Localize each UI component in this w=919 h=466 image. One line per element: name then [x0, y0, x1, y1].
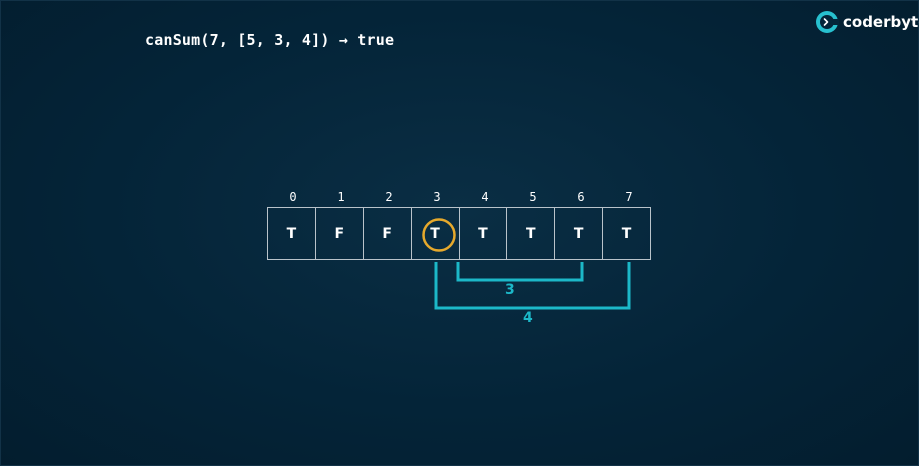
index-label-2: 2: [385, 190, 393, 204]
index-label-3: 3: [433, 190, 441, 204]
dp-table: T F F T T T T T: [267, 207, 651, 260]
expression-title: canSum(7, [5, 3, 4]) → true: [145, 31, 395, 49]
table-cell-4: T: [460, 208, 508, 259]
index-label-1: 1: [337, 190, 345, 204]
bracket-label-3: 3: [505, 282, 515, 298]
brand-logo: coderbyte: [815, 9, 919, 35]
coderbyte-logo-icon: [816, 11, 839, 33]
table-cell-7: T: [621, 225, 632, 242]
index-label-0: 0: [289, 190, 297, 204]
bracket-label-4: 4: [523, 310, 533, 326]
brand-name: coderbyte: [843, 13, 919, 31]
table-cell-0: T: [268, 208, 316, 259]
table-cell-6: T: [555, 208, 604, 259]
table-cell-2: F: [364, 208, 412, 259]
index-label-5: 5: [529, 190, 537, 204]
index-label-4: 4: [481, 190, 489, 204]
index-label-7: 7: [625, 190, 633, 204]
bracket-4: [434, 262, 631, 310]
table-cell-5: T: [507, 208, 556, 259]
table-cell-3: T: [412, 208, 460, 259]
bracket-3: [456, 262, 584, 282]
table-cell-1: F: [316, 208, 364, 259]
highlight-ring: [422, 218, 456, 252]
index-label-6: 6: [577, 190, 585, 204]
